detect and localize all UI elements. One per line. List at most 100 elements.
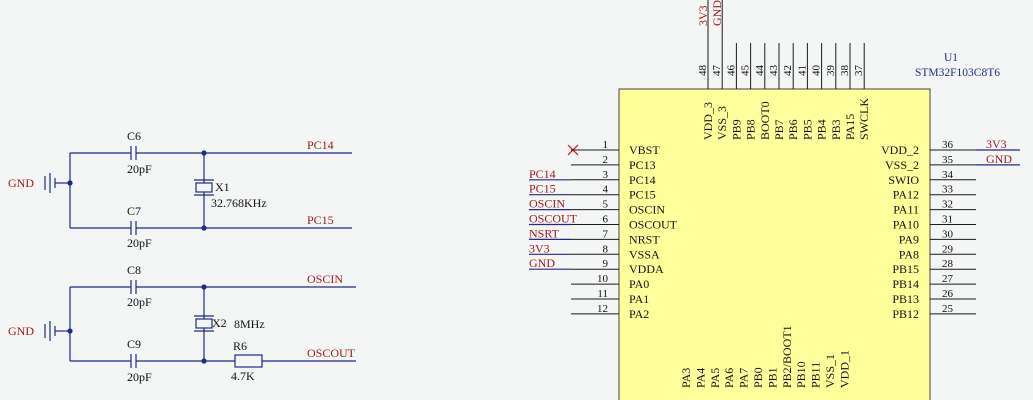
pin-number: 8 xyxy=(603,243,609,255)
pin-number: 40 xyxy=(811,65,823,77)
pin-name: BOOT0 xyxy=(758,101,772,140)
crystal-x1 xyxy=(194,179,214,196)
pin-name: VDD_3 xyxy=(701,102,715,140)
r6-ref: R6 xyxy=(233,339,247,353)
pin-name: PB8 xyxy=(744,119,758,140)
gnd-label-bottom: GND xyxy=(8,324,34,338)
chip-body xyxy=(618,88,931,400)
pin-name: NRST xyxy=(629,232,660,246)
pin-name: PB0 xyxy=(751,367,765,388)
pin-number: 25 xyxy=(942,303,954,315)
hse-oscillator-group: GND C8 20pF C9 20pF X2 8MHz R6 4.7K xyxy=(8,263,356,384)
pin-number: 31 xyxy=(942,214,953,226)
pin-name: VSS_1 xyxy=(823,354,837,388)
pin-number: 36 xyxy=(942,139,954,151)
c7-ref: C7 xyxy=(127,204,141,218)
gnd-symbol-bottom xyxy=(44,321,70,341)
pin-number: 26 xyxy=(942,288,954,300)
pin-name: PA9 xyxy=(899,232,919,246)
pin-number: 45 xyxy=(740,65,752,77)
pin-number: 10 xyxy=(597,273,609,285)
net-label: GND xyxy=(986,152,1012,166)
pin-number: 39 xyxy=(825,65,837,77)
pin-name: PA11 xyxy=(893,203,919,217)
net-label: 3V3 xyxy=(986,137,1007,151)
pin-bottom-11: VDD_1 xyxy=(837,350,851,388)
pin-bottom-1: PA4 xyxy=(693,368,707,388)
pin-name: PB14 xyxy=(892,277,919,291)
pin-name: VDD_2 xyxy=(881,143,919,157)
x2-ref: X2 xyxy=(212,316,227,330)
pin-31: 31 PA10 xyxy=(893,214,976,232)
chip-ref: U1 xyxy=(944,52,958,64)
pin-number: 34 xyxy=(942,169,954,181)
net-label: OSCIN xyxy=(529,197,565,211)
pin-name: VDD_1 xyxy=(837,350,851,388)
c8-ref: C8 xyxy=(127,263,141,277)
pin-name: VSS_3 xyxy=(715,106,729,140)
pin-name: VBST xyxy=(629,143,660,157)
crystal-x2 xyxy=(194,315,214,332)
pin-name: PA3 xyxy=(679,368,693,388)
pin-bottom-6: PB1 xyxy=(765,367,779,388)
pin-name: PA5 xyxy=(708,368,722,388)
pin-name: VSS_2 xyxy=(885,158,919,172)
net-label: OSCOUT xyxy=(529,212,578,226)
pin-number: 37 xyxy=(853,65,865,77)
net-label: PC15 xyxy=(529,182,556,196)
pin-number: 46 xyxy=(725,65,737,77)
pin-name: OSCOUT xyxy=(629,218,678,232)
net-label: 3V3 xyxy=(529,241,550,255)
x1-ref: X1 xyxy=(215,180,230,194)
pin-bottom-8: PB10 xyxy=(794,361,808,388)
pin-bottom-10: VSS_1 xyxy=(823,354,837,388)
pin-bottom-4: PA7 xyxy=(737,368,751,388)
pin-name: PA12 xyxy=(893,188,919,202)
pin-name: PA1 xyxy=(629,292,649,306)
pin-name: PC15 xyxy=(629,188,656,202)
pin-name: PA10 xyxy=(893,218,919,232)
pin-name: PB1 xyxy=(765,367,779,388)
net-pc14: PC14 xyxy=(307,138,334,152)
pin-number: 29 xyxy=(942,243,954,255)
pin-number: 47 xyxy=(711,65,723,77)
pin-number: 9 xyxy=(603,258,609,270)
pin-name: PA0 xyxy=(629,277,649,291)
resistor-r6 xyxy=(234,354,263,368)
pin-27: 27 PB14 xyxy=(892,273,976,291)
pin-number: 32 xyxy=(942,199,953,211)
pin-number: 28 xyxy=(942,258,954,270)
x1-value: 32.768KHz xyxy=(211,196,267,210)
net-label: NSRT xyxy=(529,226,560,240)
pin-name: PB13 xyxy=(892,292,919,306)
c7-value: 20pF xyxy=(127,236,152,250)
pin-name: PA15 xyxy=(843,114,857,140)
gnd-symbol-top xyxy=(44,173,70,193)
pin-bottom-5: PB0 xyxy=(751,367,765,388)
pin-name: PB6 xyxy=(786,119,800,140)
net-label: PC14 xyxy=(529,167,556,181)
pin-name: PA8 xyxy=(899,247,919,261)
pin-number: 1 xyxy=(603,139,609,151)
pin-name: OSCIN xyxy=(629,203,665,217)
pin-number: 27 xyxy=(942,273,954,285)
pin-number: 12 xyxy=(597,303,608,315)
pin-name: VDDA xyxy=(629,262,664,276)
chip-part: STM32F103C8T6 xyxy=(915,67,1000,79)
pin-name: PB7 xyxy=(772,119,786,140)
